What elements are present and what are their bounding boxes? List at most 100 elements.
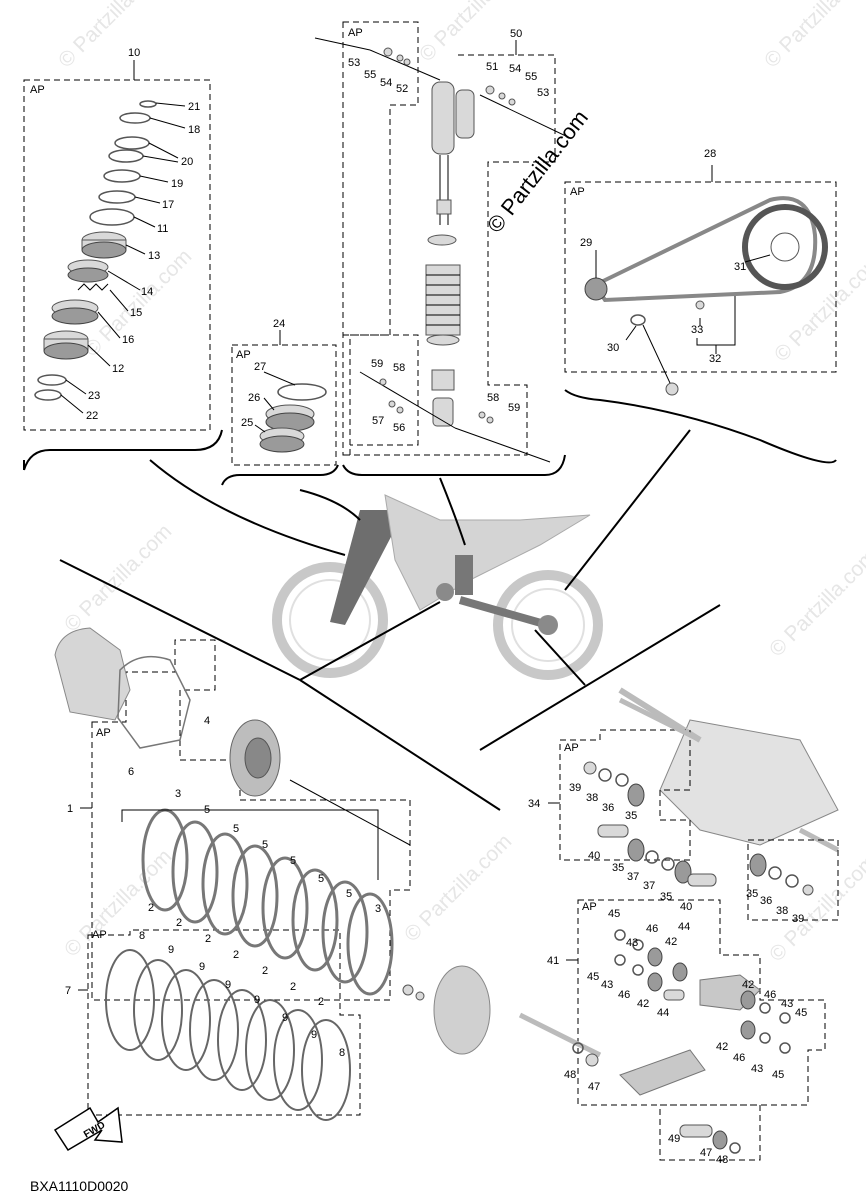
callout: 42: [742, 979, 754, 991]
callout: 44: [657, 1007, 669, 1019]
callout: 24: [273, 318, 285, 330]
callout: 50: [510, 28, 522, 40]
callout: 27: [254, 361, 266, 373]
callout: 41: [547, 955, 559, 967]
callout: 17: [162, 199, 174, 211]
callout: 48: [564, 1069, 576, 1081]
callout: 23: [88, 390, 100, 402]
callout: 43: [601, 979, 613, 991]
callout: 10: [128, 47, 140, 59]
callout: 11: [157, 223, 168, 235]
callout: 15: [130, 307, 142, 319]
callout: 56: [393, 422, 405, 434]
callout: 2: [290, 981, 296, 993]
callout: 9: [311, 1029, 317, 1041]
ap-label: AP: [92, 929, 107, 941]
callout: 2: [176, 917, 182, 929]
ap-label: AP: [96, 727, 111, 739]
diagram-id: BXA1110D0020: [30, 1178, 129, 1194]
pointer-lines: [59, 429, 721, 811]
callout: 40: [680, 901, 692, 913]
fwd-arrow-icon: [53, 1106, 123, 1152]
ap-label: AP: [236, 349, 251, 361]
callout: 13: [148, 250, 160, 262]
callout: 43: [626, 937, 638, 949]
drive-chain-panel: [564, 165, 837, 464]
callout: 1: [67, 803, 73, 815]
callout: 47: [588, 1081, 600, 1093]
callout: 32: [709, 353, 721, 365]
callout: 5: [233, 823, 239, 835]
callout: 25: [241, 417, 253, 429]
callout: 43: [751, 1063, 763, 1075]
callout: 54: [509, 63, 521, 75]
ap-label: AP: [30, 84, 45, 96]
callout: 8: [139, 930, 145, 942]
callout: 7: [65, 985, 71, 997]
callout: 35: [660, 891, 672, 903]
callout: 26: [248, 392, 260, 404]
callout: 5: [204, 804, 210, 816]
callout: 2: [205, 933, 211, 945]
callout: 42: [665, 936, 677, 948]
clutch-panel: [54, 627, 491, 1121]
rear-shock-panel: [314, 21, 571, 476]
callout: 33: [691, 324, 703, 336]
callout: 35: [625, 810, 637, 822]
callout: 46: [618, 989, 630, 1001]
callout: 39: [792, 913, 804, 925]
callout: 18: [188, 124, 200, 136]
ap-labels: AP AP AP AP AP AP AP AP: [30, 27, 597, 941]
fork-seal-kit-panel: [23, 60, 223, 471]
callout: 35: [746, 888, 758, 900]
callout: 43: [781, 998, 793, 1010]
callout: 3: [375, 903, 381, 915]
ap-label: AP: [348, 27, 363, 39]
callout: 59: [371, 358, 383, 370]
callout: 46: [764, 989, 776, 1001]
callout: 5: [318, 873, 324, 885]
callout: 30: [607, 342, 619, 354]
callout: 6: [128, 766, 134, 778]
callout: 45: [587, 971, 599, 983]
ap-label: AP: [564, 742, 579, 754]
callout: 35: [612, 862, 624, 874]
callout: 52: [396, 83, 408, 95]
callouts: 10 21 18 20 19 17 11 13 14 15 16 12 23 2…: [65, 28, 807, 1166]
callout: 9: [282, 1012, 288, 1024]
callout: 55: [525, 71, 537, 83]
ap-label: AP: [582, 901, 597, 913]
callout: 57: [372, 415, 384, 427]
callout: 14: [141, 286, 153, 298]
motorcycle-silhouette: [272, 494, 603, 680]
callout: 8: [339, 1047, 345, 1059]
callout: 44: [678, 921, 690, 933]
callout: 54: [380, 77, 392, 89]
friction-plates: [141, 808, 394, 996]
callout: 5: [290, 855, 296, 867]
callout: 19: [171, 178, 183, 190]
callout: 9: [168, 944, 174, 956]
steel-plates: [105, 949, 351, 1121]
callout: 40: [588, 850, 600, 862]
callout: 2: [262, 965, 268, 977]
callout: 53: [537, 87, 549, 99]
callout: 55: [364, 69, 376, 81]
callout: 53: [348, 57, 360, 69]
callout: 16: [122, 334, 134, 346]
steering-bearing-panel: [221, 330, 339, 486]
callout: 29: [580, 237, 592, 249]
ap-label: AP: [570, 186, 585, 198]
callout: 36: [760, 895, 772, 907]
callout: 42: [716, 1041, 728, 1053]
callout: 58: [393, 362, 405, 374]
callout: 22: [86, 410, 98, 422]
callout: 3: [175, 788, 181, 800]
callout: 28: [704, 148, 716, 160]
callout: 21: [188, 101, 200, 113]
callout: 37: [643, 880, 655, 892]
callout: 46: [733, 1052, 745, 1064]
callout: 20: [181, 156, 193, 168]
callout: 31: [734, 261, 746, 273]
